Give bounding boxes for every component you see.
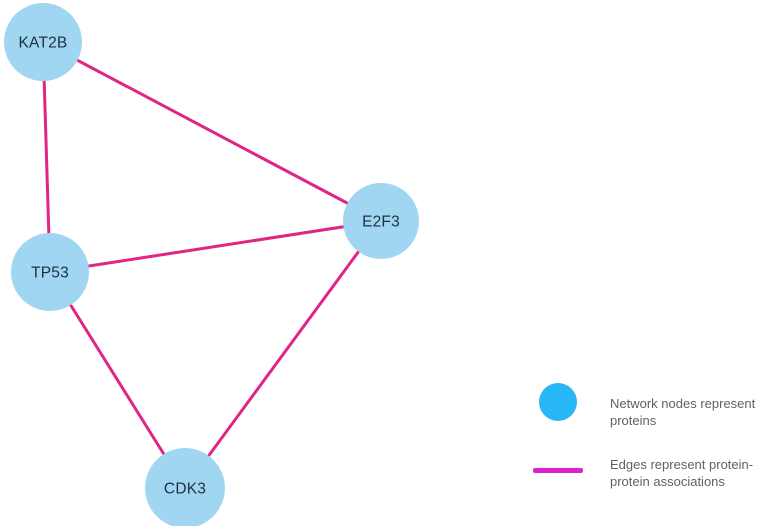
legend-edge-swatch — [533, 468, 583, 473]
legend-edge-label: Edges represent protein-protein associat… — [610, 457, 754, 489]
network-node-KAT2B[interactable] — [4, 3, 82, 81]
legend-node-label: Network nodes represent proteins — [610, 396, 756, 428]
node-label-KAT2B: KAT2B — [19, 35, 68, 52]
network-edge-E2F3-CDK3[interactable] — [183, 220, 383, 489]
node-label-E2F3: E2F3 — [362, 214, 400, 231]
node-label-TP53: TP53 — [31, 265, 69, 282]
network-node-E2F3[interactable] — [343, 183, 419, 259]
network-node-CDK3[interactable] — [145, 448, 225, 526]
network-edge-TP53-E2F3[interactable] — [49, 219, 382, 274]
network-node-TP53[interactable] — [11, 233, 89, 311]
network-edge-KAT2B-E2F3[interactable] — [42, 40, 382, 223]
node-label-CDK3: CDK3 — [164, 481, 206, 498]
network-edge-TP53-CDK3[interactable] — [48, 271, 187, 489]
legend-node-swatch — [539, 383, 577, 421]
